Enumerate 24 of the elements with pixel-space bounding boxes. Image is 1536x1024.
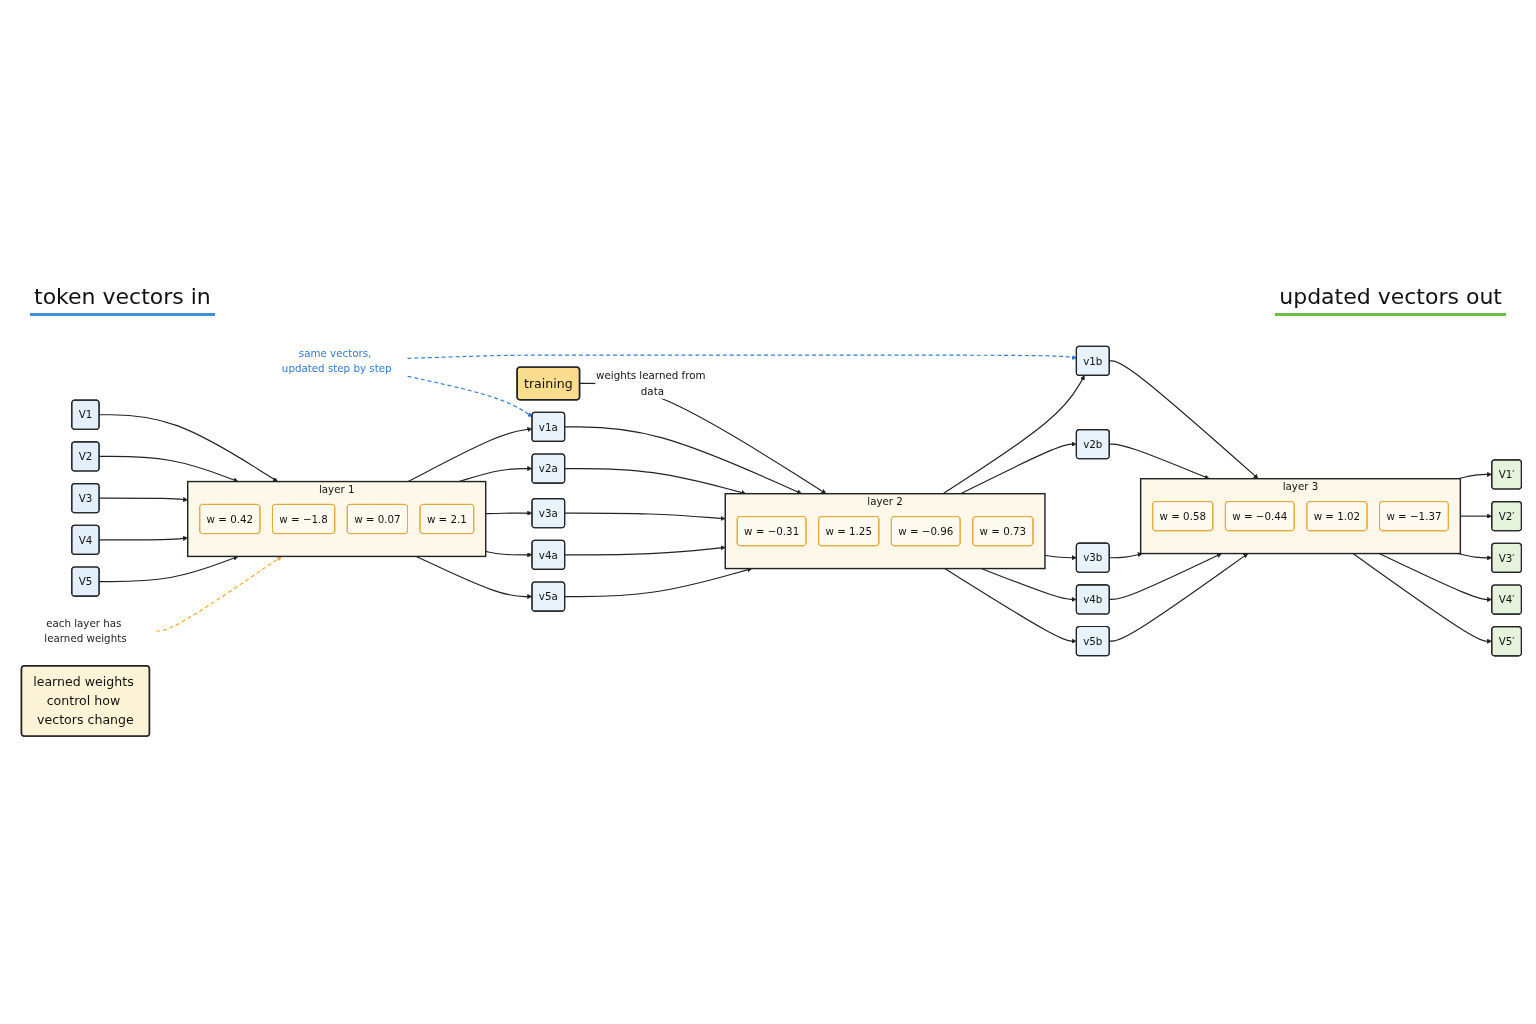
arrow bbox=[944, 567, 1077, 644]
arrow bbox=[564, 467, 747, 495]
arrow bbox=[564, 425, 802, 494]
arrow bbox=[1352, 552, 1492, 644]
arrow bbox=[960, 441, 1077, 494]
edge-label: weights learned from data bbox=[596, 369, 706, 397]
arrow bbox=[485, 550, 533, 557]
arrow bbox=[564, 567, 753, 597]
column-heading: token vectors in bbox=[30, 283, 215, 316]
arrow bbox=[407, 354, 1077, 360]
arrow bbox=[407, 426, 533, 482]
arrow bbox=[407, 375, 533, 417]
node-text: each layer has learned weights bbox=[44, 616, 127, 645]
arrow bbox=[1457, 552, 1492, 560]
arrow bbox=[564, 512, 726, 521]
node-text: same vectors, updated step by step bbox=[281, 346, 392, 375]
arrow bbox=[485, 510, 533, 516]
arrow bbox=[942, 374, 1085, 494]
column-heading: updated vectors out bbox=[1275, 283, 1506, 316]
arrow bbox=[155, 555, 282, 632]
arrow bbox=[1044, 554, 1077, 560]
arrow bbox=[564, 545, 726, 556]
arrow bbox=[1378, 552, 1492, 602]
arrow bbox=[415, 555, 533, 599]
